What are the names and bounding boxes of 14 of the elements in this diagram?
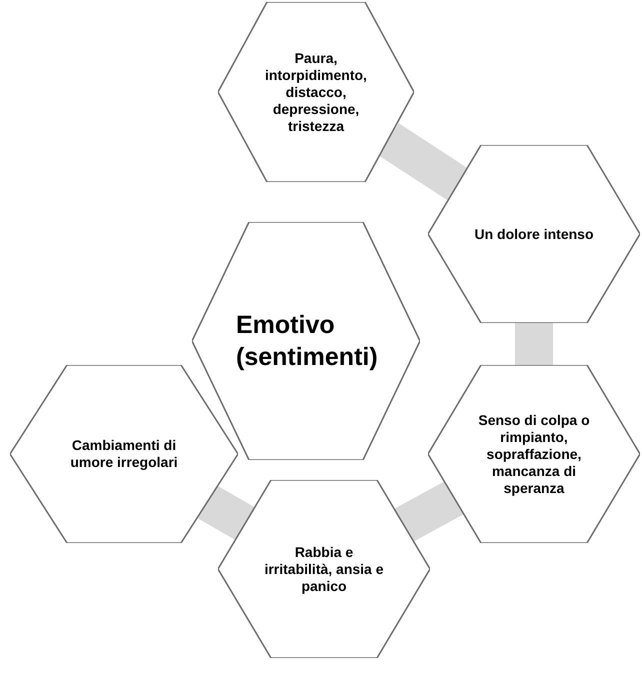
hexagon xyxy=(428,365,640,543)
hexagon xyxy=(10,365,238,543)
hexagon-text: Emotivo (sentimenti) xyxy=(236,310,376,373)
connector-band xyxy=(515,323,553,365)
hexagon xyxy=(218,2,414,182)
hexagon-text: Senso di colpa o rimpianto, sopraffazione, mancanza di speranza xyxy=(477,412,591,496)
hexagon-text: Cambiamenti di umore irregolari xyxy=(69,437,179,471)
hexagon xyxy=(218,480,430,658)
hexagon-text: Paura, intorpidimento, distacco, depressione, tristezza xyxy=(264,50,368,134)
hexagon xyxy=(428,145,640,323)
hexagon-text: Rabbia e irritabilità, ansia e panico xyxy=(263,544,385,594)
hexagon-text: Un dolore intenso xyxy=(474,226,594,242)
hexagon xyxy=(192,222,420,460)
connector-band xyxy=(378,123,468,200)
